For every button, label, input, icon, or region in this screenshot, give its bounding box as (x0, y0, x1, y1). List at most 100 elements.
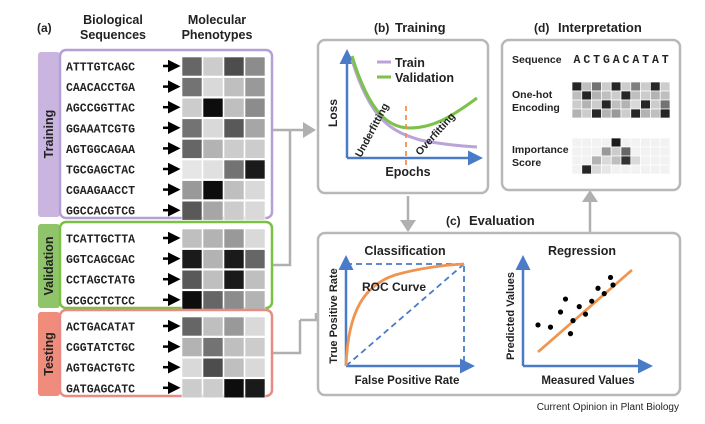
matrix-cell (591, 155, 602, 166)
matrix-cell (630, 90, 641, 101)
matrix-cell (571, 137, 583, 148)
phenotype-cell (223, 228, 245, 249)
matrix-cell (610, 108, 622, 119)
arrow-testing-to-c (273, 320, 302, 355)
arrowhead-d (582, 190, 598, 202)
testing-tab-label: Testing (42, 332, 56, 376)
matrix-cell (581, 164, 592, 175)
matrix-cell (610, 90, 622, 101)
phenotype-cell (202, 56, 224, 77)
matrix-cell (659, 90, 671, 101)
phenotype-cell (244, 249, 266, 269)
regression-point (582, 311, 589, 317)
sequence-row: GGAAATCGTG (66, 118, 266, 139)
roc-diagonal (345, 263, 465, 367)
matrix-cell (650, 108, 661, 119)
training-box (58, 48, 274, 220)
arrowhead-b (303, 122, 316, 138)
sequence-letter: A (613, 54, 620, 67)
sequence-text: CGGTATCTGC (66, 342, 135, 355)
matrix-cell (601, 155, 612, 166)
sequence-row: GGTCAGCGAC (66, 249, 266, 269)
regression-point (601, 291, 607, 297)
phenotype-cell (223, 77, 245, 97)
phenotype-cell (244, 290, 266, 311)
regression-point (607, 274, 614, 281)
phenotype-cell (181, 357, 203, 378)
phenotype-cell (202, 269, 224, 290)
matrix-cell (620, 108, 632, 119)
sequence-text: GGCCACGTCG (66, 206, 135, 219)
matrix-cell (640, 81, 651, 92)
sequence-letter: A (574, 54, 581, 67)
arrow-testing-hook (300, 313, 318, 322)
phenotype-cell (181, 200, 203, 221)
phenotype-cell (244, 159, 266, 180)
sequence-letter: T (593, 54, 600, 67)
matrix-cell (581, 108, 592, 119)
matrix-cell (610, 164, 622, 175)
matrix-cell (610, 81, 622, 92)
matrix-cell (630, 108, 641, 119)
sequence-label: Sequence (512, 54, 562, 66)
sequence-row: AGTGGCAGAA (66, 139, 266, 159)
group-training: Training ATTTGTCAGCCAACACCTGAAGCCGGTTACG… (38, 48, 274, 221)
validation-tab-label: Validation (42, 236, 56, 295)
phenotype-cell (202, 77, 224, 97)
credit-text: Current Opinion in Plant Biology (537, 402, 679, 413)
phenotype-cell (202, 228, 224, 249)
testing-tab (38, 312, 60, 396)
phenotype-cell (223, 200, 245, 221)
sequence-letter: A (632, 54, 639, 67)
phenotype-cell (244, 200, 266, 221)
connectors (273, 128, 592, 355)
group-testing: Testing ACTGACATATCGGTATCTGCAGTGACTGTCGA… (38, 308, 274, 399)
regression-point (557, 309, 564, 315)
matrix-cell (620, 146, 632, 157)
matrix-cell (650, 90, 661, 101)
phenotype-cell (223, 180, 245, 200)
matrix-cell (581, 90, 592, 101)
matrix-cell (659, 146, 671, 157)
matrix-cell (601, 90, 612, 101)
sequence-row: GGCCACGTCG (66, 200, 266, 221)
testing-box (58, 308, 274, 398)
matrix-cell (620, 81, 632, 92)
sequence-row: ATTTGTCAGC (66, 56, 266, 77)
matrix-cell (601, 137, 612, 148)
sequence-text: AGCCGGTTAC (66, 103, 135, 116)
training-rows: ATTTGTCAGCCAACACCTGAAGCCGGTTACGGAAATCGTG… (66, 56, 266, 221)
matrix-cell (640, 108, 651, 119)
matrix-cell (659, 108, 671, 119)
regression-point (570, 318, 576, 324)
regression-point (589, 298, 595, 304)
matrix-cell (591, 81, 602, 92)
matrix-cell (630, 164, 641, 175)
matrix-cell (640, 164, 651, 175)
phenotype-cell (202, 357, 224, 378)
matrix-cell (630, 81, 641, 92)
sequence-text: CCTAGCTATG (66, 275, 135, 288)
regression-title: Regression (548, 244, 616, 258)
phenotype-cell (181, 316, 203, 337)
phenotype-cell (244, 118, 266, 139)
sequence-row: ACTGACATAT (66, 316, 266, 337)
regression-points (535, 274, 616, 337)
arrow-validation-up (273, 130, 292, 267)
matrix-cell (571, 90, 583, 101)
phenotype-cell (202, 118, 224, 139)
matrix-cell (659, 137, 671, 148)
group-validation: Validation TCATTGCTTAGGTCAGCGACCCTAGCTAT… (38, 220, 274, 311)
matrix-cell (591, 108, 602, 119)
matrix-cell (571, 164, 583, 175)
sequence-row: GATGAGCATC (66, 378, 266, 399)
matrix-cell (640, 155, 651, 166)
matrix-cell (571, 146, 583, 157)
phenotype-cell (181, 97, 203, 118)
phenotype-cell (202, 378, 224, 399)
phenotype-cell (181, 118, 203, 139)
sequence-text: GGTCAGCGAC (66, 254, 135, 267)
matrix-cell (571, 155, 583, 166)
phenotype-cell (223, 337, 245, 357)
